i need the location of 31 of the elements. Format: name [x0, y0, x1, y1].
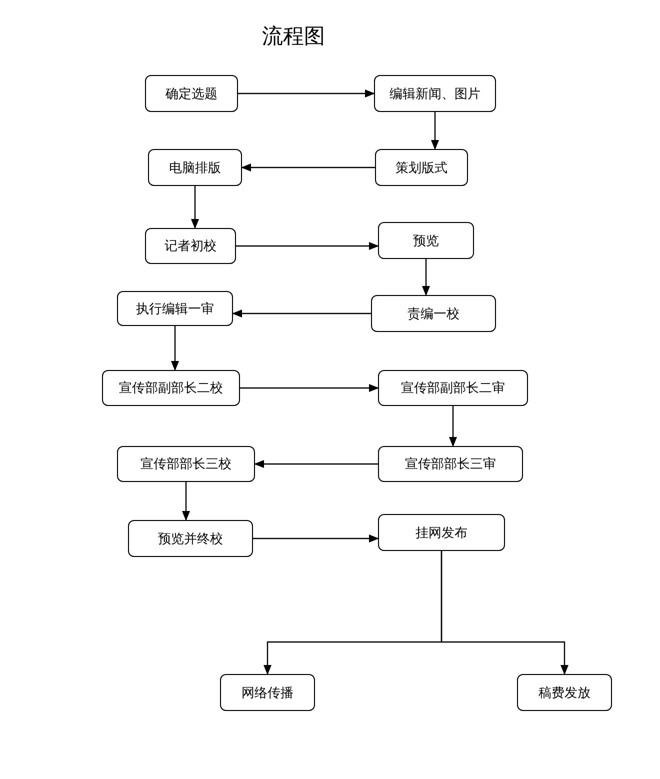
arrow	[238, 90, 375, 98]
arrow	[240, 384, 379, 392]
process-box: 网络传播	[220, 674, 315, 711]
process-box: 记者初校	[145, 228, 236, 264]
process-box: 预览并终校	[128, 520, 253, 557]
arrow	[449, 406, 457, 447]
process-box: 责编一校	[371, 295, 496, 332]
arrow	[440, 551, 568, 675]
process-box: 预览	[378, 222, 474, 259]
title: 流程图	[262, 24, 325, 50]
arrow	[241, 164, 375, 172]
process-box: 宣传部副部长二审	[378, 370, 528, 406]
process-box: 执行编辑一审	[117, 291, 233, 326]
arrow	[236, 242, 379, 250]
arrow	[182, 482, 190, 521]
process-box: 挂网发布	[378, 514, 505, 551]
process-box: 宣传部部长三审	[378, 446, 523, 482]
process-box: 策划版式	[375, 149, 468, 186]
process-box: 宣传部副部长二校	[102, 370, 240, 406]
arrow	[253, 534, 379, 542]
arrow	[191, 186, 199, 229]
arrow	[431, 112, 439, 150]
process-box: 确定选题	[145, 75, 238, 112]
arrow	[254, 460, 378, 468]
process-box: 编辑新闻、图片	[374, 75, 496, 112]
process-box: 电脑排版	[148, 149, 242, 186]
arrow	[232, 310, 371, 318]
process-box: 宣传部部长三校	[117, 446, 255, 482]
arrow	[171, 326, 179, 371]
arrow	[422, 259, 430, 296]
process-box: 稿费发放	[517, 674, 612, 711]
